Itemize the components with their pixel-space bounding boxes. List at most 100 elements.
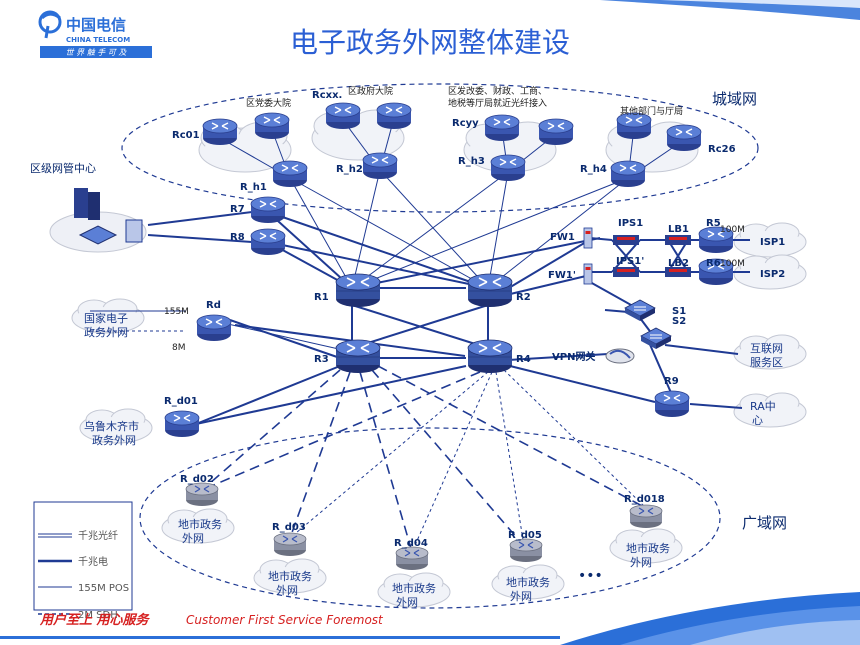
router-r-d018 <box>629 504 663 529</box>
label-rcyy: Rcyy <box>452 118 479 129</box>
label-cloud2: 区政府大院 <box>348 85 393 97</box>
router-r9 <box>654 390 690 418</box>
label-ra1: RA中 <box>750 400 776 413</box>
label-r7: R7 <box>230 204 245 215</box>
label-r-d04: R_d04 <box>394 538 428 549</box>
label-r9: R9 <box>664 376 679 387</box>
label-city1-b: 外网 <box>182 532 204 545</box>
label-s1: S1 <box>672 306 686 317</box>
label-r5: R5 <box>706 218 721 229</box>
router-rcyy-b <box>538 118 574 146</box>
label-dots: ••• <box>578 568 603 584</box>
router-r1 <box>335 273 381 308</box>
label-cloud1: 区党委大院 <box>246 97 291 109</box>
label-center: 区级网管中心 <box>30 161 96 175</box>
firewall-fw1 <box>583 227 593 249</box>
label-inet2: 服务区 <box>750 356 783 369</box>
label-ips1: IPS1 <box>618 218 643 229</box>
legend-155m-pos: 155M POS <box>38 583 129 594</box>
label-r-h3: R_h3 <box>458 156 485 167</box>
label-vpn: VPN网关 <box>552 350 595 363</box>
label-city4-b: 外网 <box>510 590 532 603</box>
router-r-d03 <box>273 532 307 557</box>
management-center <box>49 188 147 253</box>
label-isp2: ISP2 <box>760 269 785 280</box>
legend-2m-sdh: 2M SDH <box>38 610 118 621</box>
label-s2: S2 <box>672 316 686 327</box>
links <box>90 117 750 553</box>
footer: 用户至上 用心服务 Customer First Service Foremos… <box>0 592 860 645</box>
label-inet1: 互联网 <box>750 342 783 355</box>
wan-region-outline <box>139 427 721 609</box>
router-r-d01 <box>164 410 200 438</box>
label-rcxx: Rcxx. <box>312 90 342 101</box>
label-uru1: 乌鲁木齐市 <box>84 419 139 433</box>
firewall-fw1p <box>583 263 593 285</box>
router-rcxx-a <box>325 102 361 130</box>
router-rcxx-b <box>376 102 412 130</box>
svg-text:千兆电: 千兆电 <box>78 555 108 568</box>
label-100m-a: 100M <box>720 225 745 235</box>
router-r7 <box>250 196 286 224</box>
label-city3-a: 地市政务 <box>392 581 436 595</box>
router-r-d05 <box>509 538 543 563</box>
label-isp1: ISP1 <box>760 237 785 248</box>
legend-gigabit-fiber: 千兆光纤 <box>38 529 118 542</box>
svg-text:155M POS: 155M POS <box>78 583 129 594</box>
router-r-h1 <box>272 160 308 188</box>
ips-ips1p <box>613 267 639 277</box>
lb-lb1 <box>665 235 691 245</box>
metro-region-outline <box>121 83 759 213</box>
region-wan: 广域网 <box>742 514 787 532</box>
label-uru2: 政务外网 <box>92 433 136 447</box>
label-city4-a: 地市政务 <box>506 575 550 589</box>
footer-cn: 用户至上 用心服务 <box>39 612 151 628</box>
label-100m-b: 100M <box>720 259 745 269</box>
label-lb2: LB2 <box>668 258 689 269</box>
label-r-d02: R_d02 <box>180 474 214 485</box>
router-r-d02 <box>185 482 219 507</box>
label-r-d05: R_d05 <box>508 530 542 541</box>
china-telecom-logo-icon <box>38 10 62 39</box>
region-metro: 城域网 <box>712 90 757 108</box>
label-r4: R4 <box>516 354 531 365</box>
label-rc01: Rc01 <box>172 130 200 141</box>
label-lb1: LB1 <box>668 224 689 235</box>
label-fw1p: FW1' <box>548 270 576 281</box>
labels: 区级网管中心 区党委大院 区政府大院 区发改委、财政、工商、 地税等厅局就近光纤… <box>30 85 785 609</box>
label-r-d018: R_d018 <box>624 494 665 505</box>
svg-text:千兆光纤: 千兆光纤 <box>78 529 118 542</box>
router-r2 <box>467 273 513 308</box>
label-city5-b: 外网 <box>630 556 652 569</box>
label-r-d03: R_d03 <box>272 522 306 533</box>
router-r-h4 <box>610 160 646 188</box>
svg-text:2M SDH: 2M SDH <box>78 610 118 621</box>
router-rc26-b <box>666 124 702 152</box>
logo-en: CHINA TELECOM <box>66 36 130 44</box>
label-city3-b: 外网 <box>396 596 418 609</box>
label-rc26: Rc26 <box>708 144 736 155</box>
label-r-h2: R_h2 <box>336 164 363 175</box>
router-r-h2 <box>362 152 398 180</box>
label-cloud3b: 地税等厅局就近光纤接入 <box>448 97 547 109</box>
label-nat1: 国家电子 <box>84 311 128 325</box>
label-fw1: FW1 <box>550 232 575 243</box>
label-r8: R8 <box>230 232 245 243</box>
label-r-h4: R_h4 <box>580 164 607 175</box>
label-r1: R1 <box>314 292 329 303</box>
label-rd: Rd <box>206 300 221 311</box>
legend-gigabit-copper: 千兆电 <box>38 555 108 568</box>
ips-ips1 <box>613 235 639 245</box>
footer-en: Customer First Service Foremost <box>186 613 384 627</box>
label-ra2: 心 <box>752 414 763 427</box>
label-r2: R2 <box>516 292 531 303</box>
router-r3 <box>335 339 381 374</box>
label-ips1p: IPS1' <box>616 256 644 267</box>
label-155m: 155M <box>164 307 189 317</box>
label-city1-a: 地市政务 <box>178 517 222 531</box>
label-r3: R3 <box>314 354 329 365</box>
router-rd <box>196 314 232 342</box>
logo-cn: 中国电信 <box>66 16 126 34</box>
label-r-d01: R_d01 <box>164 396 198 407</box>
